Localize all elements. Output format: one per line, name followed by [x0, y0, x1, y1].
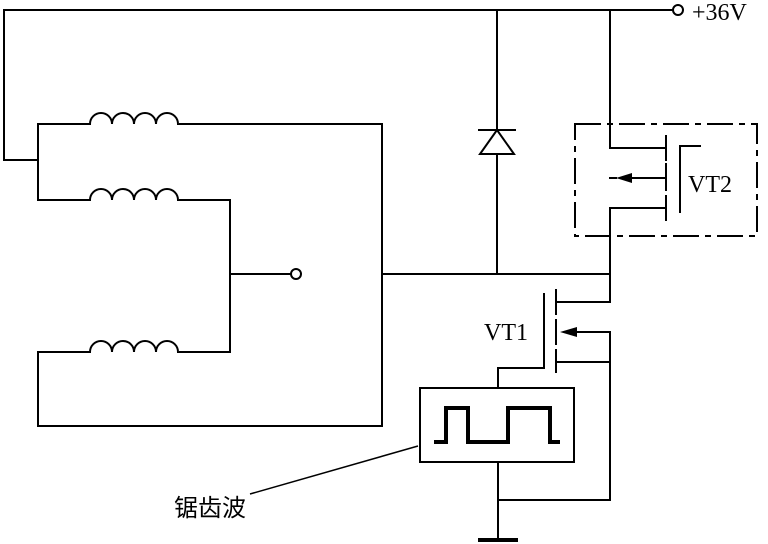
inductor-coil-icon [88, 340, 180, 354]
inductor-coil-icon [88, 112, 180, 126]
motor-windings [37, 123, 611, 427]
sawtooth-label: 锯齿波 [174, 494, 246, 522]
terminal-circle-icon [672, 4, 684, 16]
mosfet-vt2 [609, 9, 701, 275]
mosfet-vt1 [497, 273, 611, 501]
sawtooth-generator [419, 387, 575, 541]
square-wave-icon [434, 406, 560, 444]
diode-icon [478, 9, 516, 275]
terminal-circle-icon [290, 268, 302, 280]
sawtooth-leader-line [249, 445, 419, 495]
supply-rail [3, 9, 673, 161]
vt1-label: VT1 [484, 320, 528, 346]
vt2-boundary [574, 123, 758, 237]
supply-voltage-label: +36V [692, 0, 748, 26]
inductor-coil-icon [88, 188, 180, 202]
vt2-label: VT2 [688, 172, 732, 198]
